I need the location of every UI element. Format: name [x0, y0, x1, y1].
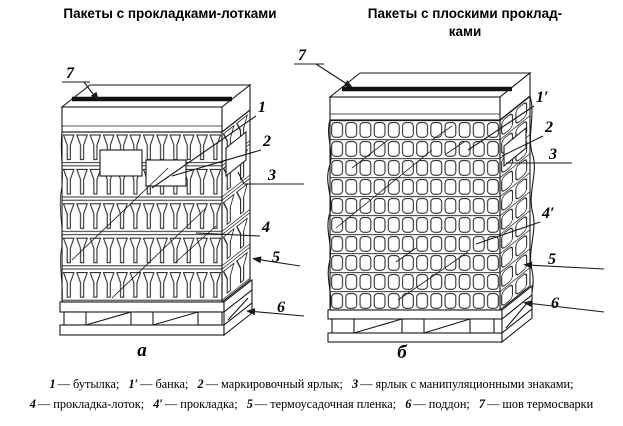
subfigure-label-b: б	[397, 342, 407, 363]
caption-text: — ярлык с манипуляционными знаками;	[360, 377, 574, 391]
callout-a-6: 6	[277, 299, 285, 316]
callout-a-5: 5	[272, 249, 280, 266]
package-a-wrinkles	[71, 167, 217, 299]
caption-item: 5— термоусадочная пленка;	[247, 397, 396, 411]
callout-b-5: 5	[548, 251, 556, 268]
package-a: 7 1 2 3 4 5 6	[59, 65, 305, 337]
caption-num: 2	[197, 377, 204, 391]
callout-a-1: 1	[258, 99, 266, 116]
package-a-bottle-layers	[59, 108, 251, 304]
figure-caption: 1— бутылка; 1′— банка; 2— маркировочный …	[0, 375, 623, 415]
marking-label-b	[503, 126, 527, 168]
caption-num: 6	[405, 396, 412, 411]
caption-num: 4	[29, 396, 36, 411]
title-packages-with-tray-spacers: Пакеты с прокладками-лотками	[63, 6, 277, 21]
title-b-line2: ками	[448, 23, 482, 39]
callout-b-1prime: 1′	[536, 89, 549, 106]
package-a-leaders	[62, 81, 305, 317]
caption-item: 3— ярлык с манипуляционными знаками;	[352, 377, 574, 391]
caption-num: 4′	[153, 396, 163, 411]
caption-num: 7	[478, 396, 486, 411]
caption-item: 1′— банка;	[128, 377, 188, 391]
callout-a-2: 2	[262, 133, 271, 150]
package-b-wrinkles	[335, 125, 469, 301]
subfigure-label-a: а	[137, 340, 147, 361]
caption-num: 3	[351, 377, 359, 391]
package-a-pallet	[59, 278, 253, 337]
caption-item: 1— бутылка;	[50, 377, 120, 391]
callout-b-2: 2	[544, 119, 553, 136]
caption-num: 5	[246, 396, 253, 411]
package-b-leaders	[294, 63, 605, 313]
caption-item: 6— поддон;	[405, 397, 470, 411]
package-b-cover	[328, 71, 532, 122]
caption-item: 2— маркировочный ярлык;	[198, 377, 343, 391]
caption-item: 7— шов термосварки	[479, 397, 593, 411]
callout-b-4prime: 4′	[541, 205, 555, 222]
handling-signs-label-a	[225, 130, 247, 178]
callout-a-7: 7	[66, 65, 75, 82]
caption-text: — маркировочный ярлык;	[205, 377, 343, 391]
caption-text: — термоусадочная пленка;	[254, 396, 397, 411]
caption-num: 1′	[128, 377, 139, 391]
marking-label-a2	[145, 159, 187, 187]
package-b-can-layers	[327, 94, 535, 315]
package-a-cover	[60, 83, 252, 134]
callout-b-3: 3	[548, 146, 557, 163]
marking-label-a	[99, 149, 143, 177]
package-a-labels	[99, 130, 247, 187]
caption-text: — прокладка;	[164, 396, 238, 411]
callout-b-7: 7	[298, 47, 307, 64]
caption-item: 4′— прокладка;	[153, 397, 237, 411]
caption-item: 4— прокладка-лоток;	[30, 397, 144, 411]
caption-text: — бутылка;	[57, 377, 120, 391]
caption-text: — прокладка-лоток;	[37, 396, 145, 411]
package-b: 7 1′ 2 3 4′ 5 6	[294, 47, 605, 344]
caption-num: 1	[49, 377, 56, 391]
callout-b-6: 6	[551, 295, 559, 312]
film-edge-b-right	[529, 95, 535, 315]
title-b-line1: Пакеты с плоскими проклад-	[367, 6, 563, 21]
title-packages-with-flat-spacers: Пакеты с плоскими проклад- ками	[322, 5, 608, 40]
callout-a-3: 3	[267, 167, 276, 184]
film-edge-a	[59, 131, 63, 303]
caption-text: — шов термосварки	[487, 396, 594, 411]
caption-text: — банка;	[140, 377, 189, 391]
package-b-pallet	[327, 284, 533, 344]
callout-a-4: 4	[261, 219, 270, 236]
film-edge-b-left	[327, 119, 332, 311]
caption-text: — поддон;	[413, 396, 470, 411]
